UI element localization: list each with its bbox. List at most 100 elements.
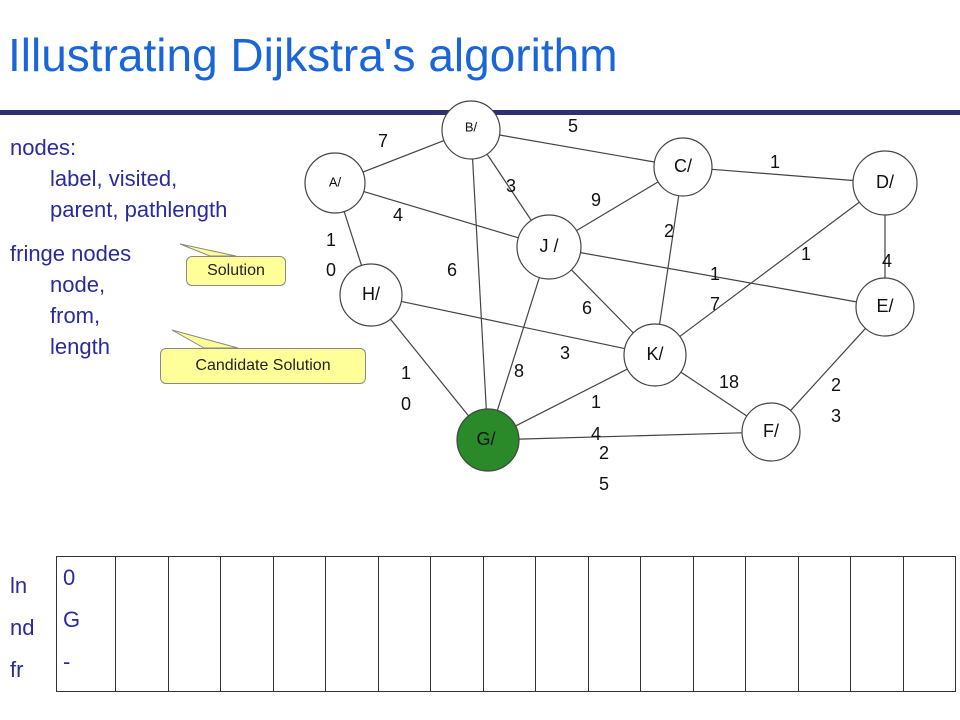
fringe-row-labels: ln nd fr	[10, 565, 34, 691]
node-j: J /	[516, 214, 582, 280]
edge-weight-j-e-digit-0: 1	[710, 264, 720, 284]
edge-weight-d-e: 4	[882, 251, 892, 271]
edge-b-j	[486, 153, 532, 221]
fringe-cell-7	[430, 556, 484, 692]
node-d-label: D/	[876, 172, 894, 192]
node-a-circle	[304, 152, 366, 214]
row-label-nd: nd	[10, 615, 35, 640]
edge-b-c	[499, 134, 655, 163]
fringe-cell-14	[797, 556, 851, 692]
fringe-cell-3	[220, 556, 274, 692]
fringe-cell-2	[167, 556, 221, 692]
edge-a-h	[343, 211, 363, 266]
node-g-circle	[456, 408, 520, 472]
edge-weight-b-c: 5	[568, 116, 578, 136]
fringe-cell-9	[535, 556, 589, 692]
node-e-circle	[855, 277, 915, 337]
edge-weight-a-h-digit-0: 1	[326, 230, 336, 250]
edge-weight-j-g: 8	[514, 361, 524, 381]
legend: nodes: label, visited, parent, pathlengt…	[10, 132, 227, 362]
edge-weight-j-c: 9	[591, 190, 601, 210]
edge-weight-c-k: 2	[664, 221, 674, 241]
edge-a-b	[362, 139, 445, 173]
legend-fringe-line-1: node,	[50, 272, 106, 297]
edge-weight-g-f-digit-1: 5	[599, 474, 609, 494]
edge-e-f	[790, 328, 866, 411]
node-g-label: G/	[476, 429, 495, 449]
node-e: E/	[855, 277, 915, 337]
edge-a-j	[363, 191, 519, 239]
node-d-circle	[852, 150, 918, 216]
node-g: G/	[456, 408, 520, 472]
node-c-circle	[653, 137, 713, 197]
edge-c-k	[658, 195, 680, 325]
fringe-cell-10	[587, 556, 641, 692]
edge-j-c	[576, 181, 659, 232]
legend-nodes-heading: nodes:	[10, 135, 77, 160]
fringe-cell-13	[745, 556, 799, 692]
edge-weight-j-k: 6	[582, 298, 592, 318]
node-c-label: C/	[674, 156, 692, 176]
callout-candidate-tail	[171, 329, 239, 349]
row-label-ln: ln	[10, 573, 28, 598]
fringe-length-value: 0	[63, 565, 76, 590]
edge-weight-h-g-digit-1: 0	[401, 394, 411, 414]
edge-weight-b-j: 3	[506, 176, 516, 196]
edge-d-k	[679, 201, 860, 337]
edge-weight-h-g-digit-0: 1	[401, 363, 411, 383]
node-h-circle	[339, 263, 403, 327]
node-f: F/	[741, 402, 801, 462]
legend-nodes-line-2: parent, pathlength	[50, 197, 228, 222]
node-j-circle	[516, 214, 582, 280]
edge-weight-g-k-digit-1: 4	[591, 424, 601, 444]
edge-weight-d-k: 1	[801, 244, 811, 264]
edge-weight-g-k-digit-0: 1	[591, 392, 601, 412]
edge-weight-g-f-digit-0: 2	[599, 443, 609, 463]
edge-weight-a-h-digit-1: 0	[326, 260, 336, 280]
node-a: A/	[304, 152, 366, 214]
edge-b-g	[471, 158, 487, 410]
node-a-label: A/	[329, 174, 342, 189]
edge-weight-a-j: 4	[393, 205, 403, 225]
fringe-cell-1	[115, 556, 169, 692]
edge-weight-a-b: 7	[378, 131, 388, 151]
page-title: Illustrating Dijkstra's algorithm	[8, 29, 618, 81]
node-d: D/	[852, 150, 918, 216]
fringe-cell-12	[692, 556, 746, 692]
edge-weight-e-f-digit-0: 2	[831, 375, 841, 395]
node-f-circle	[741, 402, 801, 462]
callout-solution-tail	[179, 243, 237, 257]
fringe-cell-4	[272, 556, 326, 692]
edge-g-f	[518, 432, 743, 440]
node-k: K/	[623, 323, 687, 387]
edge-weight-e-f-digit-1: 3	[831, 406, 841, 426]
edge-g-k	[515, 368, 628, 427]
fringe-from-value: -	[63, 649, 71, 674]
legend-nodes-line-1: label, visited,	[50, 166, 178, 191]
edge-weight-h-k: 3	[560, 343, 570, 363]
edge-j-k	[570, 269, 634, 334]
edge-c-d	[711, 168, 854, 182]
legend-fringe-heading: fringe nodes	[10, 241, 132, 266]
edge-k-f	[680, 371, 748, 417]
node-c: C/	[653, 137, 713, 197]
callout-solution: Solution	[186, 256, 286, 286]
fringe-cell-6	[377, 556, 431, 692]
fringe-node-value: G	[63, 607, 81, 632]
row-label-fr: fr	[10, 657, 24, 682]
fringe-cell-15	[850, 556, 904, 692]
legend-fringe-line-3: length	[50, 334, 110, 359]
fringe-cell-16	[902, 556, 956, 692]
node-h-label: H/	[362, 284, 380, 304]
legend-fringe-line-2: from,	[50, 303, 101, 328]
node-h: H/	[339, 263, 403, 327]
edge-weight-b-g: 6	[447, 260, 457, 280]
edge-weight-c-d: 1	[770, 152, 780, 172]
fringe-table: 0 G -	[56, 556, 956, 692]
edge-weight-k-f: 18	[719, 372, 739, 392]
edge-j-e	[580, 252, 857, 303]
callout-candidate-solution: Candidate Solution	[160, 348, 366, 384]
edge-h-g	[389, 318, 470, 417]
fringe-cell-0: 0 G -	[56, 556, 116, 692]
